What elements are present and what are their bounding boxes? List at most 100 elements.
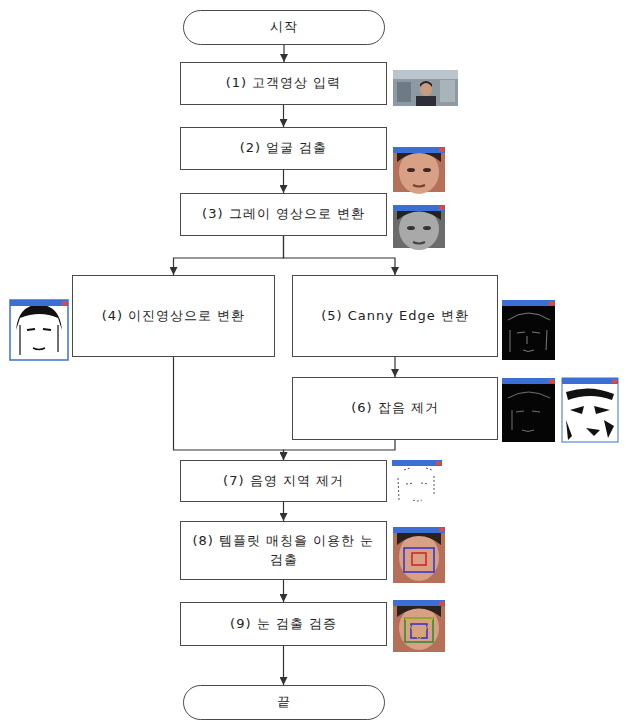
process-box: (5) Canny Edge 변환	[292, 275, 498, 357]
thumb-body	[416, 96, 436, 106]
process-box: (3) 그레이 영상으로 변환	[180, 193, 387, 236]
step-label: 시작	[270, 18, 298, 37]
thumb-hair	[397, 606, 441, 617]
flow-arrow	[283, 646, 284, 685]
thumb-titlebar	[562, 378, 618, 384]
thumb-ground	[393, 527, 445, 583]
step-label: (1) 고객영상 입력	[226, 74, 342, 93]
thumb-blob	[566, 388, 614, 440]
step-label: (8) 템플릿 매칭을 이용한 눈 검출	[191, 532, 376, 570]
process-box: (2) 얼굴 검출	[180, 127, 387, 170]
template-thumbnail	[393, 527, 445, 583]
text-stack: (7) 음영 지역 제거	[223, 472, 344, 491]
thumb-close	[439, 528, 444, 532]
thumb-eye	[423, 168, 431, 172]
flow-arrow	[394, 357, 395, 377]
thumb-ground	[10, 300, 68, 360]
thumb-titlebar	[393, 205, 445, 211]
flow-arrow	[283, 45, 284, 62]
thumb-face	[420, 82, 432, 96]
thumb-close	[439, 206, 444, 210]
thumb-ceiling	[393, 70, 458, 79]
text-stack: (3) 그레이 영상으로 변환	[202, 205, 365, 224]
text-stack: 시작	[270, 18, 298, 37]
thumb-close	[549, 301, 554, 305]
thumb-eye	[27, 329, 51, 330]
flow-arrow	[283, 105, 284, 127]
process-box: (6) 잡음 제거	[292, 377, 498, 440]
verify-thumbnail	[393, 600, 445, 652]
text-stack: (9) 눈 검출 검증	[230, 615, 337, 634]
text-stack: (5) Canny Edge 변환	[321, 307, 469, 326]
thumb-ground	[562, 378, 618, 442]
flow-arrow	[174, 236, 284, 275]
thumb-titlebar	[392, 460, 442, 466]
text-stack: (4) 이진영상으로 변환	[102, 307, 246, 326]
thumb-ground	[502, 378, 555, 442]
shadow-thumbnail	[392, 460, 442, 510]
thumb-edge	[398, 468, 434, 501]
terminal-box: 끝	[183, 685, 385, 720]
thumb-titlebar	[393, 147, 445, 153]
step-label: (5) Canny Edge 변환	[321, 307, 469, 326]
denoise-thumbnail	[502, 378, 555, 442]
thumb-close	[439, 148, 444, 152]
thumb-edge	[508, 313, 550, 352]
thumb-match-box	[405, 618, 433, 642]
thumb-mouth	[413, 242, 425, 244]
thumb-edge	[508, 392, 550, 432]
thumb-ground	[502, 300, 555, 360]
thumb-ground	[392, 460, 442, 510]
thumb-hair	[420, 81, 432, 87]
text-stack: (2) 얼굴 검출	[240, 139, 328, 158]
step-label: (6) 잡음 제거	[351, 399, 439, 418]
binary-thumbnail	[10, 300, 68, 360]
thumb-eye	[423, 226, 431, 230]
process-box: (7) 음영 지역 제거	[180, 460, 387, 502]
denoise-thumbnail	[562, 378, 618, 442]
thumb-ground	[393, 70, 458, 106]
thumb-titlebar	[10, 300, 68, 306]
thumb-mouth	[33, 348, 45, 350]
thumb-match-box	[404, 548, 434, 572]
thumb-close	[436, 461, 441, 465]
thumb-match-box	[412, 553, 426, 565]
step-label: (9) 눈 검출 검증	[230, 615, 337, 634]
thumb-eye	[407, 226, 415, 230]
process-box: (1) 고객영상 입력	[180, 62, 387, 105]
flow-arrow	[283, 502, 284, 521]
thumb-hair	[397, 533, 441, 545]
thumb-face	[399, 606, 439, 650]
thumb-close	[62, 301, 67, 305]
step-label: 끝	[277, 693, 291, 712]
step-label: (3) 그레이 영상으로 변환	[202, 205, 365, 224]
thumb-titlebar	[502, 300, 555, 306]
thumb-wall	[397, 82, 411, 102]
thumb-titlebar	[393, 527, 445, 533]
canny-thumbnail	[502, 300, 555, 360]
step-label: (7) 음영 지역 제거	[223, 472, 344, 491]
thumb-hair	[16, 304, 62, 330]
process-box: (9) 눈 검출 검증	[180, 602, 387, 646]
text-stack: 끝	[277, 693, 291, 712]
thumb-eye	[407, 168, 415, 172]
flow-arrow	[174, 357, 284, 460]
thumb-wall	[440, 80, 455, 102]
thumb-mouth	[413, 185, 425, 187]
flow-arrow	[284, 236, 396, 275]
step-label: (2) 얼굴 검출	[240, 139, 328, 158]
process-box: (4) 이진영상으로 변환	[72, 275, 275, 357]
gray-thumbnail	[393, 205, 445, 250]
text-stack: (6) 잡음 제거	[351, 399, 439, 418]
flow-arrow	[283, 170, 284, 193]
thumb-face	[399, 533, 439, 581]
flow-arrow	[284, 440, 396, 460]
flow-arrow	[283, 580, 284, 602]
thumb-check	[405, 618, 433, 640]
thumb-close	[549, 379, 554, 383]
thumb-hair	[397, 211, 441, 220]
face-thumbnail	[393, 147, 445, 194]
thumb-close	[612, 379, 617, 383]
thumb-hair	[397, 153, 441, 162]
